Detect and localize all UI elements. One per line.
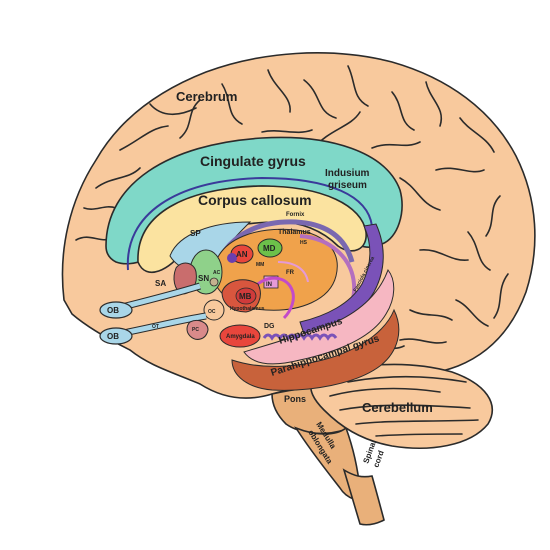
cingulate-gyrus-label: Cingulate gyrus bbox=[200, 153, 306, 169]
optic-chiasm bbox=[203, 299, 225, 321]
ac-label: AC bbox=[213, 270, 221, 276]
corpus-callosum-label: Corpus callosum bbox=[198, 192, 312, 208]
cerebrum bbox=[61, 52, 536, 399]
dg-label: DG bbox=[264, 323, 275, 330]
cerebellum bbox=[309, 363, 493, 449]
indusium-label-2: griseum bbox=[328, 180, 367, 191]
hypothalamus-label: Hypothalamus bbox=[230, 306, 265, 312]
thalamus-label: Thalamus bbox=[278, 229, 311, 236]
sp-label: SP bbox=[190, 229, 201, 238]
mammillothalamic-tract bbox=[250, 276, 295, 320]
amygdala bbox=[219, 324, 261, 348]
mammillary-body-core bbox=[235, 287, 257, 305]
dentate-gyrus bbox=[262, 333, 338, 341]
mm-label: MM bbox=[256, 262, 264, 268]
amygdala-label: Amygdala bbox=[226, 334, 255, 340]
cerebellum-body bbox=[309, 363, 493, 449]
fornix-label: Fornix bbox=[286, 212, 305, 218]
pc-label: PC bbox=[192, 327, 199, 333]
indusium-griseum bbox=[126, 176, 373, 271]
md-label: MD bbox=[263, 244, 276, 253]
fr-tract bbox=[277, 261, 309, 283]
ob-lower-label: OB bbox=[107, 332, 119, 341]
an-label: AN bbox=[236, 250, 248, 259]
fr-label: FR bbox=[286, 270, 295, 276]
mediodorsal-nucleus bbox=[257, 238, 283, 258]
spinal-cord bbox=[342, 468, 385, 526]
hs-label: HS bbox=[300, 240, 308, 246]
mm-nucleus bbox=[227, 253, 237, 263]
pc-tract bbox=[186, 319, 209, 340]
olfactory-bulb-upper bbox=[99, 301, 133, 319]
indusium-label-1: Indusium bbox=[325, 168, 370, 179]
cerebrum-label: Cerebrum bbox=[176, 89, 237, 104]
sa-label: SA bbox=[155, 279, 166, 288]
oc-label: OC bbox=[208, 309, 216, 315]
mb-label: MB bbox=[239, 292, 252, 301]
olfactory-system bbox=[99, 282, 207, 345]
pons-label: Pons bbox=[284, 394, 306, 404]
cerebellum-folia bbox=[329, 375, 479, 437]
sn-label: SN bbox=[198, 274, 209, 283]
cerebellum-label: Cerebellum bbox=[362, 400, 433, 415]
parahippocampal-gyrus bbox=[231, 308, 400, 391]
ob-upper-label: OB bbox=[107, 306, 119, 315]
in-label: IN bbox=[266, 282, 272, 288]
olfactory-bulb-lower bbox=[99, 327, 133, 345]
hippocampus bbox=[243, 268, 395, 365]
cortical-sulci bbox=[75, 65, 509, 351]
anterior-commissure bbox=[209, 277, 219, 287]
ot-label: OT bbox=[152, 324, 159, 330]
